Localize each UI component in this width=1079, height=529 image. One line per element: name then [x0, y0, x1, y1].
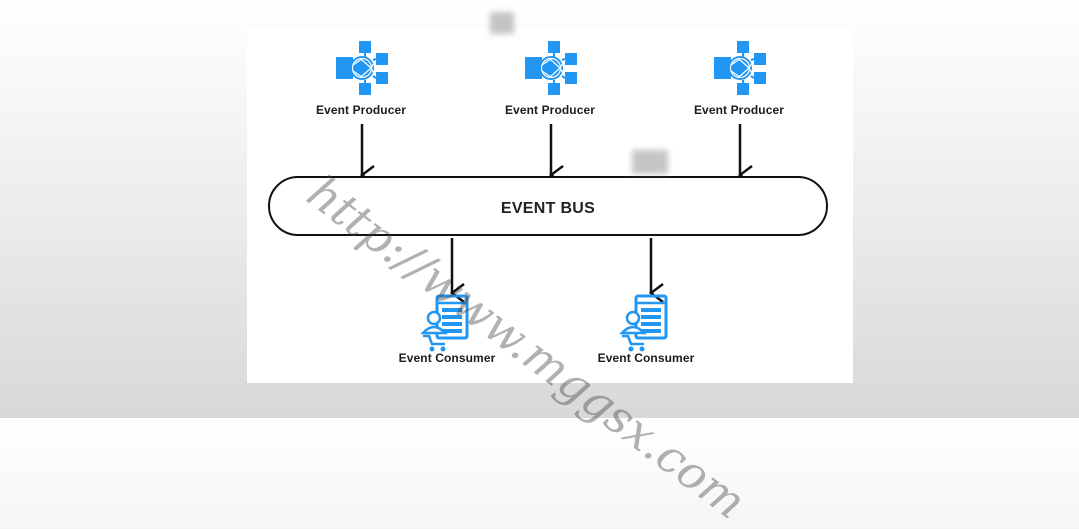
diagram-graphics	[335, 40, 767, 353]
consumer-2-server-user-cart-icon	[620, 294, 668, 353]
consumer-2-label: Event Consumer	[597, 351, 695, 365]
consumer-1-label: Event Consumer	[398, 351, 496, 365]
producer-3-network-hub-icon	[713, 40, 767, 96]
event-bus: EVENT BUS	[268, 176, 828, 236]
consumer-1-server-user-cart-icon	[421, 294, 469, 353]
watermark-blur	[632, 150, 668, 174]
producer-2-network-hub-icon	[524, 40, 578, 96]
watermark-blur	[490, 12, 514, 34]
producer-3-label: Event Producer	[693, 103, 785, 117]
producer-1-label: Event Producer	[315, 103, 407, 117]
producer-2-label: Event Producer	[504, 103, 596, 117]
page: Event Producer Event Producer Event Prod…	[268, 12, 828, 529]
producer-1-network-hub-icon	[335, 40, 389, 96]
event-bus-label: EVENT BUS	[500, 200, 596, 217]
